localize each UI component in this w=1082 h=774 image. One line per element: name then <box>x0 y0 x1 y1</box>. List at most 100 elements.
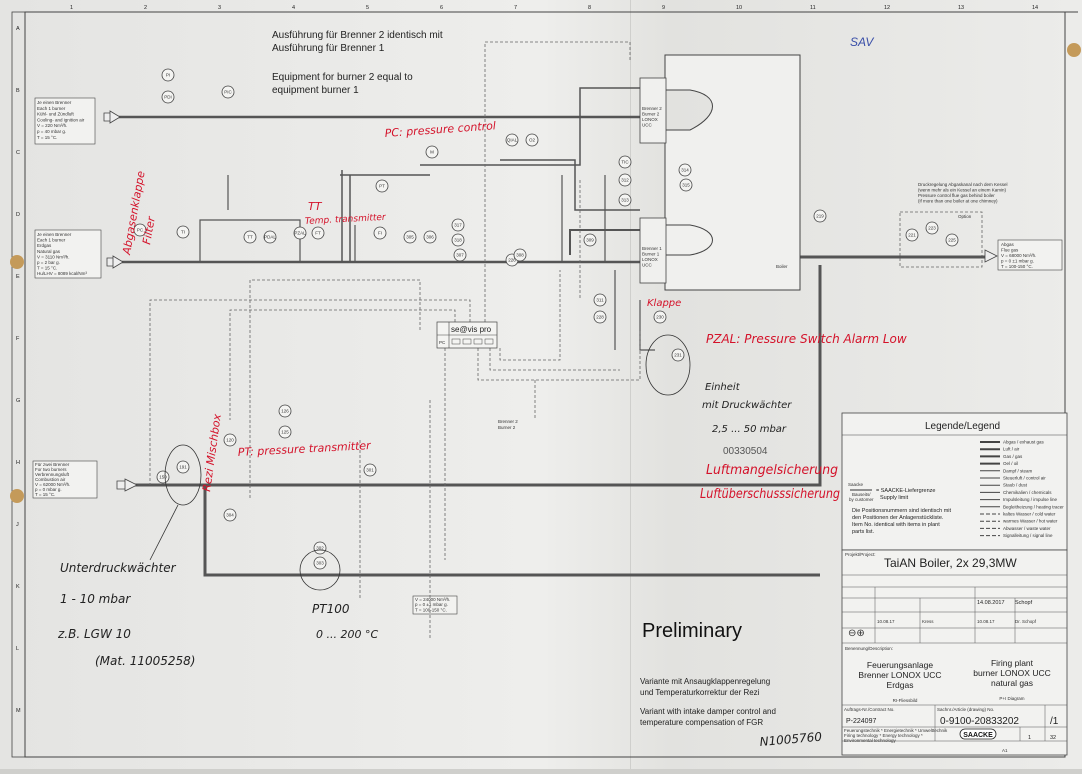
instrument-tag: 225 <box>948 238 956 243</box>
info-line: Each 1 burner <box>37 238 66 243</box>
instrument-bubble <box>221 85 235 99</box>
preliminary-label: Preliminary <box>642 620 742 642</box>
row-label: L <box>16 646 19 652</box>
svg-text:Einheit: Einheit <box>705 382 741 393</box>
info-line: p = 0 ±1 mbar g. <box>415 602 448 607</box>
svg-text:Filter: Filter <box>140 214 158 245</box>
info-line: T = 15 °C. <box>37 135 57 140</box>
info-line: p = 2 bar g. <box>37 260 60 265</box>
svg-text:Environmental technology: Environmental technology <box>844 738 897 743</box>
svg-text:= SAACKE-Liefergrenze: = SAACKE-Liefergrenze <box>876 488 935 494</box>
svg-text:14.08.2017: 14.08.2017 <box>977 600 1005 606</box>
svg-text:1 - 10 mbar: 1 - 10 mbar <box>60 592 131 606</box>
piping <box>103 87 998 577</box>
svg-text:Equipment for burner 2 equal t: Equipment for burner 2 equal to <box>272 72 413 83</box>
svg-text:Feuerungsanlage: Feuerungsanlage <box>867 660 933 670</box>
instrument-tag: 304 <box>226 513 234 518</box>
row-label: M <box>16 708 21 714</box>
burner-label: LONOX <box>642 117 658 122</box>
instrument-tag: 226 <box>508 258 516 263</box>
info-line: p = 0 mbar g. <box>35 487 62 492</box>
instrument-bubble <box>223 508 237 522</box>
svg-text:temperature compensation of FG: temperature compensation of FGR <box>640 718 763 727</box>
instrument-bubble <box>593 310 607 324</box>
instrument-tag: 126 <box>281 409 289 414</box>
legend-item: Begleitheizung / heating tracer <box>1003 504 1064 509</box>
legend-item: Oel / oil <box>1003 461 1018 466</box>
svg-text:10.08.17: 10.08.17 <box>977 619 995 624</box>
instrument-bubble <box>313 541 327 555</box>
svg-text:32: 32 <box>1050 735 1056 741</box>
legend-item: Signalleitung / signal line <box>1003 533 1053 538</box>
svg-text:/1: /1 <box>1050 716 1059 727</box>
instrument-tag: O2 <box>529 138 536 143</box>
instrument-tag: 306 <box>426 235 434 240</box>
legend-item: Chemikalien / chemicals <box>1003 490 1052 495</box>
svg-text:Auftrags-Nr./Contract No.: Auftrags-Nr./Contract No. <box>844 707 895 712</box>
legend-item: Steuerluft / control air <box>1003 476 1046 481</box>
burner-label: Burner 2 <box>642 112 660 117</box>
instrument-tag: TIC <box>621 160 629 165</box>
instrument-bubble <box>156 470 170 484</box>
svg-text:2,5 ... 50 mbar: 2,5 ... 50 mbar <box>712 424 787 435</box>
instrument-tag: 309 <box>586 238 594 243</box>
option-label: Option <box>958 214 972 219</box>
instrument-tag: TT <box>247 235 253 240</box>
svg-text:Saacke: Saacke <box>848 482 864 487</box>
column-label: 12 <box>884 5 890 11</box>
svg-text:Erdgas: Erdgas <box>887 680 914 690</box>
instrument-tag: PT <box>379 184 385 189</box>
info-line: Kühl- und Zündluft <box>37 112 75 117</box>
instrument-bubble <box>618 155 632 169</box>
column-label: 9 <box>662 5 665 11</box>
svg-text:TaiAN Boiler, 2x 29,3MW: TaiAN Boiler, 2x 29,3MW <box>884 556 1017 570</box>
info-line: T = 15 °C. <box>35 492 55 497</box>
boiler: Boiler <box>664 54 801 291</box>
svg-text:Brenner 2: Brenner 2 <box>498 419 518 424</box>
instrument-bubble <box>678 163 692 177</box>
svg-text:den Positionen der Anlagenstüc: den Positionen der Anlagenstückliste. <box>852 515 944 521</box>
column-label: 10 <box>736 5 742 11</box>
svg-text:Schopf: Schopf <box>1015 600 1033 606</box>
instrument-tag: 231 <box>674 353 682 358</box>
info-line: V = 68000 Nm³/h. <box>1001 253 1036 258</box>
legend-item: Dampf / steam <box>1003 468 1033 473</box>
info-line: Abgas <box>1001 242 1015 247</box>
svg-text:Boiler: Boiler <box>776 264 788 269</box>
instrument-tag: 307 <box>456 253 464 258</box>
svg-text:Temp. transmitter: Temp. transmitter <box>305 213 388 227</box>
instrument-bubble <box>513 248 527 262</box>
note-line: (wenn mehr als ein Kessel an einem Kamin… <box>918 188 1007 193</box>
info-line: Each 1 burner <box>37 106 66 111</box>
instrument-bubble <box>373 226 387 240</box>
instrument-tag: 308 <box>516 253 524 258</box>
instrument-bubble <box>161 90 175 104</box>
instrument-bubble <box>243 230 257 244</box>
info-line: Hu/LHV = 8089 kcal/Nm³ <box>37 271 87 276</box>
instrument-tag: PI <box>166 73 170 78</box>
burner-label: Brenner 2 <box>642 106 662 111</box>
instrument-tag: 228 <box>596 315 604 320</box>
svg-text:Feuerungstechnik * Energietech: Feuerungstechnik * Energietechnik * Umwe… <box>844 728 948 733</box>
svg-text:und Temperaturkorrektur der Re: und Temperaturkorrektur der Rezi <box>640 688 760 697</box>
instrument-bubble <box>403 230 417 244</box>
row-label: G <box>16 398 20 404</box>
signal-lines <box>149 41 641 640</box>
variant-description: Variante mit Ansaugklappenregelung und T… <box>640 677 776 727</box>
svg-text:Unterdruckwächter: Unterdruckwächter <box>60 561 177 575</box>
svg-text:se@vis pro: se@vis pro <box>451 325 492 334</box>
info-line: Je einen Brenner <box>37 100 72 105</box>
row-label: C <box>16 150 20 156</box>
instrument-bubble <box>925 221 939 235</box>
column-label: 14 <box>1032 5 1038 11</box>
instrument-tag: PDAL <box>264 235 276 240</box>
instrument-bubble <box>505 133 519 147</box>
instrument-tag: 312 <box>621 178 629 183</box>
instrument-tag: FT <box>315 231 321 236</box>
svg-text:Firing technology * Energy tec: Firing technology * Energy technology * <box>844 733 923 738</box>
info-line: Natural gas <box>37 249 61 254</box>
column-label: 8 <box>588 5 591 11</box>
burner-label: LONOX <box>642 257 658 262</box>
